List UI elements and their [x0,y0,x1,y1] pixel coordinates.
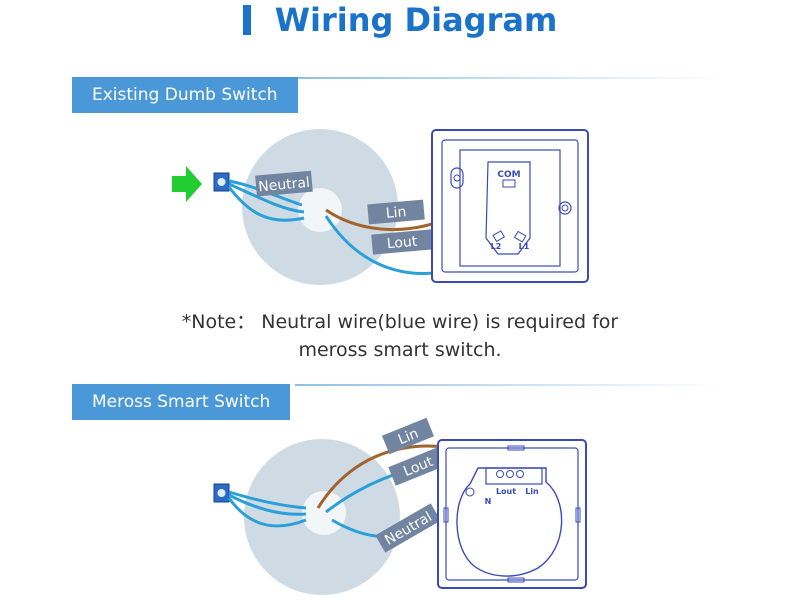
mounting-hole [558,201,572,215]
neutral-wire [227,497,307,528]
diagram-existing-dumb-switch: Neutral Lin Lout COM L2 L1 [172,129,589,285]
l1-terminal [513,230,527,243]
l1-terminal-label: L1 [519,242,530,251]
com-terminal [502,179,516,188]
lin-terminal [516,470,524,478]
section-tab-meross-smart-switch: Meross Smart Switch [72,384,291,420]
section-divider-2 [295,384,725,386]
neutral-wire [227,186,305,222]
note-line-2: meross smart switch. [298,339,502,361]
terminal-block [485,467,543,485]
page-title: Wiring Diagram [274,1,558,39]
switch-plate [431,129,589,283]
smart-switch-plate [437,439,587,589]
section-divider-1 [295,77,725,79]
neutral-label-tag [255,170,313,197]
l2-terminal [492,230,506,243]
neutral-wire [228,490,307,510]
lout-label-tag [388,446,448,486]
lout-label: Lout [386,234,418,253]
section-tab-existing-dumb-switch: Existing Dumb Switch [72,77,298,113]
l2-terminal-label: L2 [491,242,502,251]
note-line-1: *Note： Neutral wire(blue wire) is requir… [181,311,619,333]
wire-bundle-center [302,491,346,535]
arrow-right-icon [172,166,202,202]
title-row: Wiring Diagram [0,0,800,40]
neutral-wire [228,182,305,214]
lin-label-tag [382,417,434,455]
terminal-housing [485,161,531,255]
lout-terminal-label: Lout [496,487,516,496]
smart-switch-module [456,467,563,577]
com-terminal-label: COM [497,170,520,180]
lin-label-tag [367,199,425,225]
n-terminal-label: N [485,497,492,506]
neutral-wire [228,493,307,516]
lout-terminal [496,470,504,478]
lout-label-tag [371,229,433,255]
wire-bundle-center [298,188,342,232]
note-text: *Note： Neutral wire(blue wire) is requir… [0,308,800,364]
mounting-slot [450,167,464,189]
lin-label: Lin [385,204,407,222]
diagram-meross-smart-switch: Lin Lout Neutral Lout Lin N [213,417,587,595]
switch-mechanism [459,149,561,267]
n-terminal [465,487,475,497]
lin-terminal-label: Lin [525,487,539,496]
lin-label: Lin [396,426,421,449]
neutral-label: Neutral [258,175,311,195]
title-accent-bar [242,5,251,35]
neutral-label-tag [375,503,441,553]
